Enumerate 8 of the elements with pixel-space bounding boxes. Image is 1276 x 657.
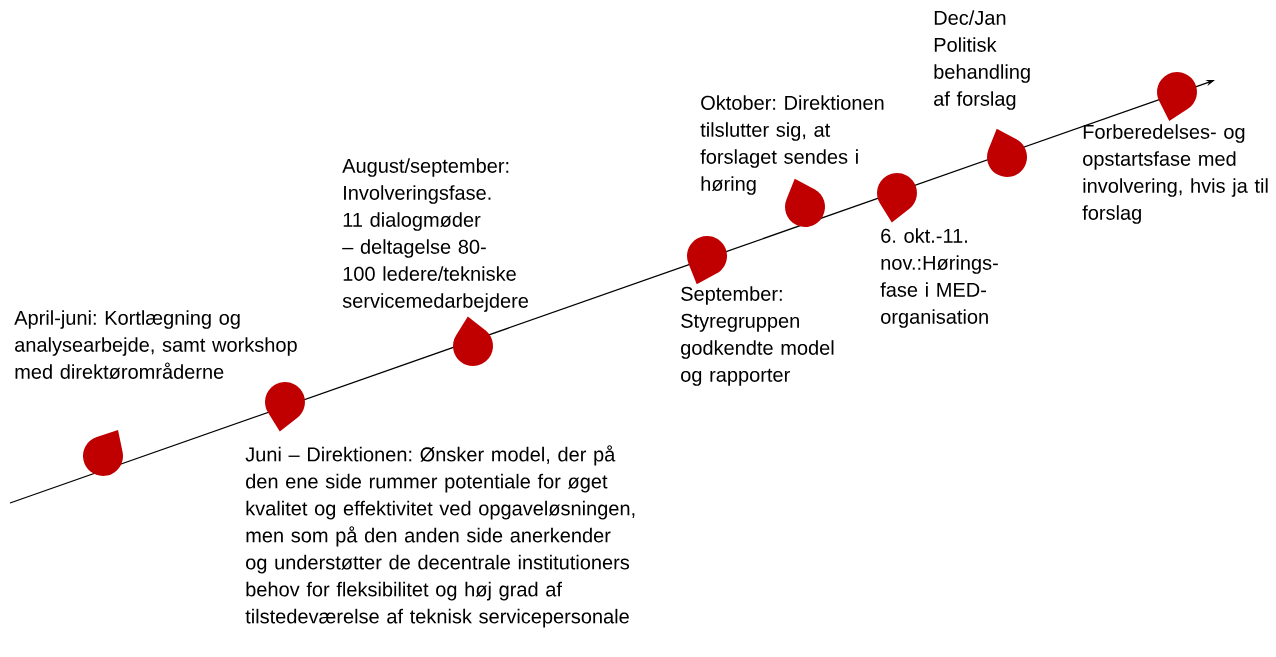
milestone-text: Oktober: Direktionen tilslutter sig, at forslaget sendes i høring <box>700 95 884 195</box>
milestone-text: Forberedelses- og opstartsfase med involvering, hvis ja til forslag <box>1082 124 1268 224</box>
milestone-text: September: Styregruppen godkendte model og rapporter <box>681 286 834 386</box>
milestone-text: August/september: Involveringsfase. 11 dialogmøder – deltagelse 80-100 ledere/tekniske servicemedarbejdere <box>342 158 529 312</box>
milestone-text: 6. okt.-11. nov.:Hørings- fase i MED- organisation <box>880 228 998 328</box>
milestone-text: Juni – Direktionen: Ønsker model, der på den ene side rummer potentiale for øget kvalitet og effektivitet ved opgaveløsningen, men som på den anden side anerkender og understøtter de decentrale institutioners behov for fleksibilitet og høj grad af tilstedeværelse af teknisk servicepersonale <box>245 445 635 628</box>
milestone-text: April-juni: Kortlægning og analysearbejde, samt workshop med direktørområderne <box>14 310 297 380</box>
milestone-text: Dec/Jan Politisk behandling af forslag <box>934 10 1030 110</box>
